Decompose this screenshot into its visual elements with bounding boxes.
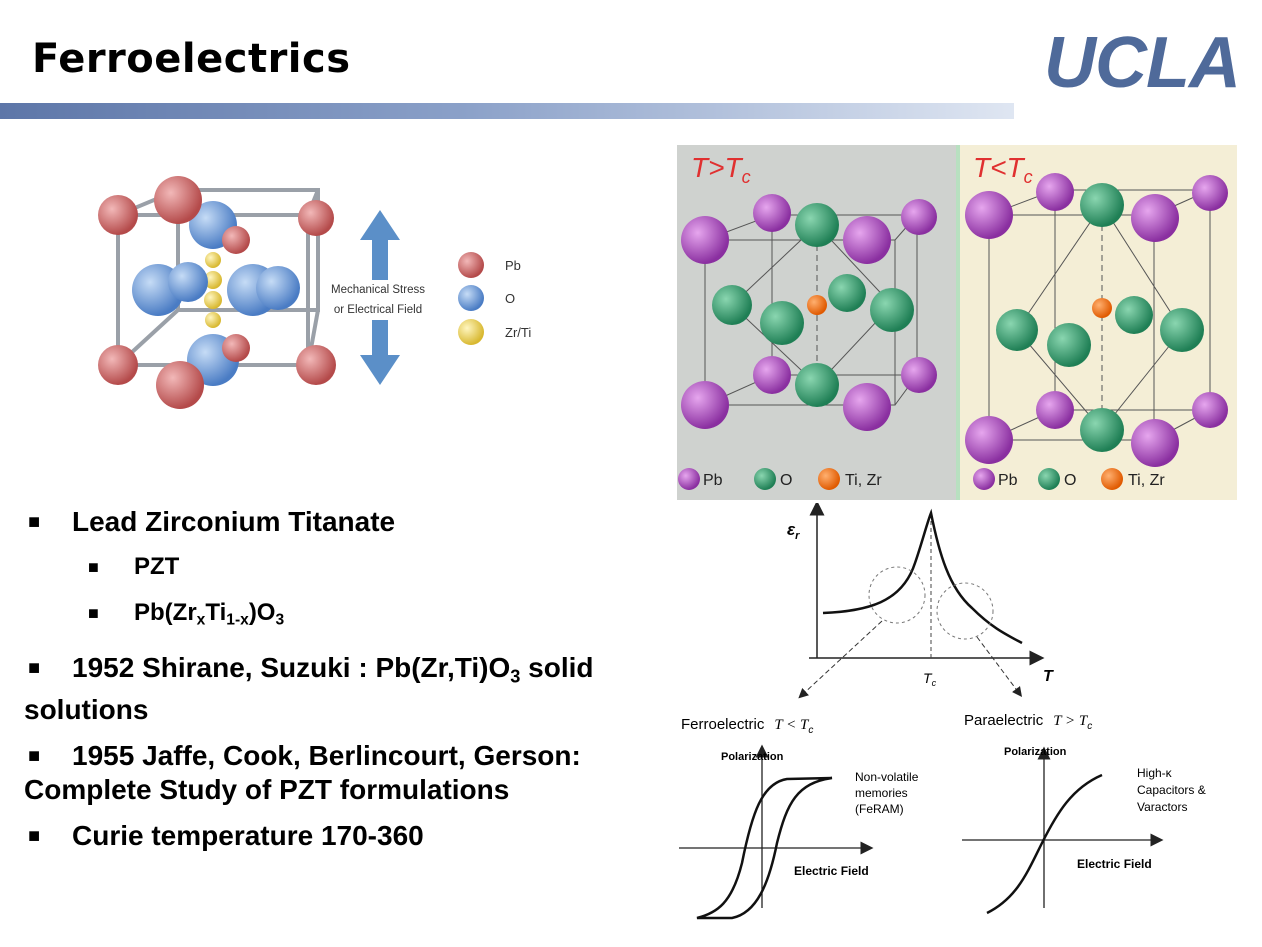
bullet-1955: ■1955 Jaffe, Cook, Berlincourt, Gerson: … xyxy=(24,740,581,806)
panel-left-bg xyxy=(677,145,957,500)
panel-left-label: T>Tc xyxy=(691,152,751,187)
para-app-1: High-κ xyxy=(1137,766,1173,780)
legend-zrti: Zr/Ti xyxy=(505,325,531,340)
bullet-list: ■Lead Zirconium Titanate ■PZT ■Pb(ZrxTi1… xyxy=(24,505,674,865)
bullet-curie-temperature: ■Curie temperature 170-360 xyxy=(28,820,424,852)
permittivity-curve xyxy=(822,508,1023,645)
ferro-app-1: Non-volatile xyxy=(855,770,919,784)
legend-left-tizr: Ti, Zr xyxy=(845,472,882,489)
legend-o: O xyxy=(505,291,515,306)
para-app-2: Capacitors & xyxy=(1137,783,1206,797)
para-polarization-label: Polarization xyxy=(1004,746,1067,758)
ferro-field-label: Electric Field xyxy=(794,864,869,878)
arrow-label-1: Mechanical Stress xyxy=(331,284,425,296)
panel-right-label: T<Tc xyxy=(973,152,1033,187)
linear-polarization-curve xyxy=(986,773,1103,915)
bullet-formula: ■Pb(ZrxTi1-x)O3 xyxy=(88,599,285,629)
hysteresis-loop xyxy=(696,776,833,920)
title-rule xyxy=(0,103,1014,119)
stress-arrow xyxy=(360,210,400,385)
legend-right-tizr: Ti, Zr xyxy=(1128,472,1165,489)
slide-title: Ferroelectrics xyxy=(32,36,351,82)
x-axis-label: T xyxy=(1043,668,1054,685)
bullet-lead-zirconium-titanate: ■Lead Zirconium Titanate xyxy=(28,506,396,537)
y-axis-label: εr xyxy=(787,520,800,542)
legend-right-pb: Pb xyxy=(998,472,1018,489)
para-app-3: Varactors xyxy=(1137,800,1187,814)
ucla-logo: UCLA xyxy=(1044,23,1241,103)
pzt-unit-cell-figure: Mechanical Stress or Electrical Field Pb… xyxy=(98,176,531,409)
tc-label: Tc xyxy=(923,670,937,688)
ferro-app-3: (FeRAM) xyxy=(855,802,904,816)
zr-ti-chain xyxy=(204,252,222,328)
ferro-app-2: memories xyxy=(855,786,908,800)
lead-atoms xyxy=(98,176,336,409)
legend-pb: Pb xyxy=(505,258,521,273)
arrow-label-2: or Electrical Field xyxy=(334,304,422,316)
legend-left-pb: Pb xyxy=(703,472,723,489)
legend-right-o: O xyxy=(1064,472,1076,489)
ferro-polarization-label: Polarization xyxy=(721,751,784,763)
legend-left-o: O xyxy=(780,472,792,489)
bullet-1952: ■1952 Shirane, Suzuki : Pb(Zr,Ti)O3 soli… xyxy=(24,651,594,726)
para-field-label: Electric Field xyxy=(1077,857,1152,871)
perovskite-phase-figure: T>Tc T<Tc Pb O Ti, Zr Pb O Ti, Zr xyxy=(677,145,1237,500)
bullet-pzt: ■PZT xyxy=(88,553,180,580)
